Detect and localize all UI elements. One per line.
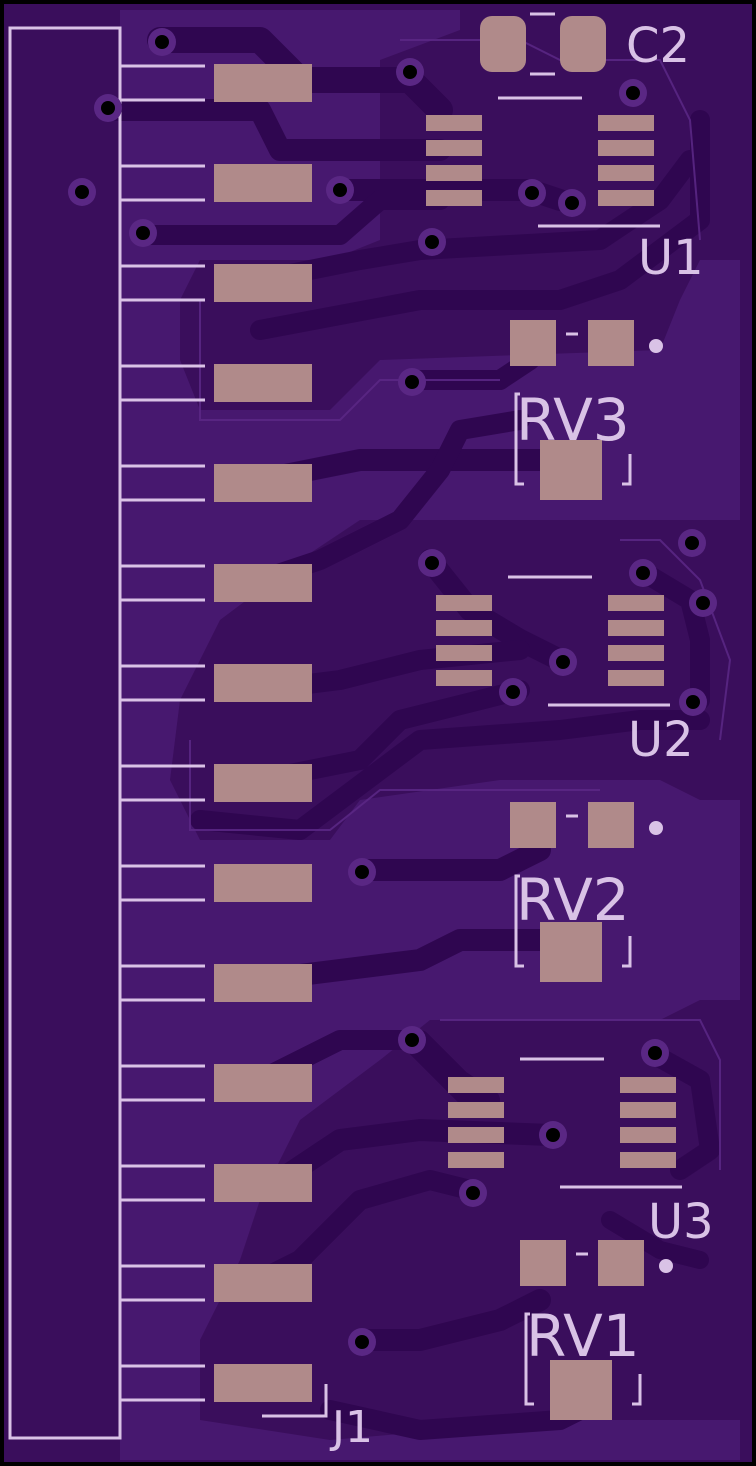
ic-pad (426, 165, 482, 181)
connector-pad (214, 364, 312, 402)
ic-pad (598, 115, 654, 131)
ic-pad (608, 670, 664, 686)
connector-pad (214, 964, 312, 1002)
capacitor-pad (480, 16, 526, 72)
via (75, 185, 89, 199)
ic-pad (426, 140, 482, 156)
ic-pad (598, 190, 654, 206)
pot-wiper-pad (540, 440, 602, 500)
connector-pad (214, 64, 312, 102)
ic-u3: U3 (448, 1057, 714, 1250)
connector-pad (214, 1064, 312, 1102)
via (636, 566, 650, 580)
connector-pins (120, 64, 312, 1402)
via (546, 1128, 560, 1142)
ic-pad (426, 115, 482, 131)
pot-pad (598, 1240, 644, 1286)
connector-pad (214, 1164, 312, 1202)
ic-pad (620, 1102, 676, 1118)
ic-pad (620, 1077, 676, 1093)
via (425, 235, 439, 249)
pot-pad (520, 1240, 566, 1286)
connector-pad (214, 564, 312, 602)
pot-wiper-pad (540, 922, 602, 982)
pin1-dot (659, 1259, 673, 1273)
ic-pad (436, 645, 492, 661)
via (155, 35, 169, 49)
pot-wiper-pad (550, 1360, 612, 1420)
ic-pad (448, 1077, 504, 1093)
via (405, 375, 419, 389)
connector-pad (214, 764, 312, 802)
via (101, 101, 115, 115)
pot-rv2: RV2 (510, 802, 663, 982)
ic-pad (608, 595, 664, 611)
ic-pad (448, 1127, 504, 1143)
via (355, 865, 369, 879)
ic-ref: U2 (628, 712, 694, 768)
via (136, 226, 150, 240)
pin1-marker (262, 1384, 328, 1418)
connector-pad (214, 1364, 312, 1402)
connector-ref: J1 (329, 1402, 373, 1453)
via (686, 695, 700, 709)
via (425, 556, 439, 570)
pin1-dot (649, 339, 663, 353)
ic-ref: U1 (638, 230, 704, 286)
connector-pad (214, 164, 312, 202)
ic-pad (436, 595, 492, 611)
ic-pad (608, 645, 664, 661)
pot-pad (588, 320, 634, 366)
via (696, 596, 710, 610)
ic-pad (436, 670, 492, 686)
via (355, 1335, 369, 1349)
ic-pad (620, 1127, 676, 1143)
via (626, 86, 640, 100)
pin1-dot (649, 821, 663, 835)
pot-rv1: RV1 (520, 1240, 673, 1420)
ic-pad (598, 165, 654, 181)
via (405, 1033, 419, 1047)
ic-u2: U2 (436, 575, 694, 768)
ic-pad (426, 190, 482, 206)
pot-rv3: RV3 (510, 320, 663, 500)
ic-u1: U1 (426, 96, 704, 286)
via (403, 65, 417, 79)
connector-pad (214, 264, 312, 302)
pot-pad (510, 320, 556, 366)
via (685, 536, 699, 550)
via (506, 685, 520, 699)
ic-pad (608, 620, 664, 636)
connector-pad (214, 1264, 312, 1302)
pot-ref: RV1 (526, 1302, 640, 1370)
connector-body (8, 26, 122, 1440)
capacitor-pad (560, 16, 606, 72)
via (333, 183, 347, 197)
via (525, 186, 539, 200)
connector-pad (214, 464, 312, 502)
via (565, 196, 579, 210)
pot-ref: RV3 (516, 386, 630, 454)
capacitor-ref: C2 (626, 18, 690, 74)
pot-pad (510, 802, 556, 848)
ic-pad (620, 1152, 676, 1168)
ic-pad (436, 620, 492, 636)
connector-pad (214, 864, 312, 902)
vias (68, 28, 717, 1356)
via (556, 655, 570, 669)
pot-ref: RV2 (516, 866, 630, 934)
via (466, 1186, 480, 1200)
ic-pad (448, 1102, 504, 1118)
via (648, 1046, 662, 1060)
ic-ref: U3 (648, 1194, 714, 1250)
ic-pad (598, 140, 654, 156)
pot-pad (588, 802, 634, 848)
ic-pad (448, 1152, 504, 1168)
capacitor-c2: C2 (480, 12, 690, 76)
connector-j1: J1 (8, 26, 373, 1453)
connector-pad (214, 664, 312, 702)
